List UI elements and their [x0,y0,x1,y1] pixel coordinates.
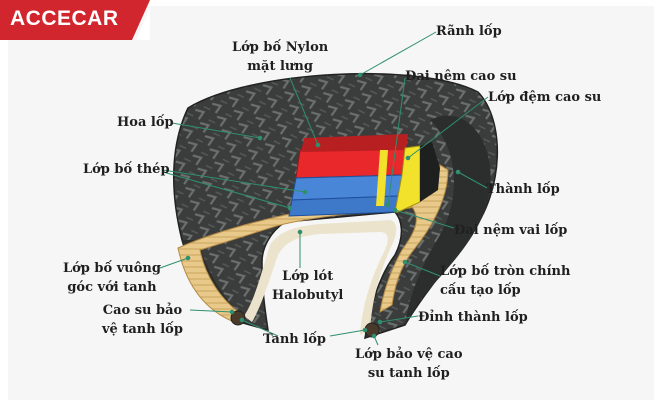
brand-name: ACCECAR [10,7,119,30]
leader-cao-su-bao-ve [189,309,233,313]
red-layer-top [301,134,408,152]
leader-tanh-lop-2 [329,329,366,337]
label-lop-dem-cao-su: Lớp đệm cao su [488,90,602,105]
leader-lop-dem [407,96,489,159]
yellow-strip [376,150,388,206]
leader-tron-chinh [404,261,441,277]
belt-stack [288,134,440,217]
leader-bo-thep-2 [162,171,291,209]
label-lop-bo-tron-chinh: Lớp bố tròn chính cấu tạo lốp [440,264,571,298]
leader-lines [159,31,489,346]
label-lop-bo-vuong-goc: Lớp bố vuông góc với tanh [63,261,161,295]
label-tanh-lop: Tanh lốp [263,332,326,347]
leader-bo-thep [162,169,306,193]
sidewall-right [405,115,491,325]
leader-vai-lop [394,209,455,229]
black-cushion [420,142,440,202]
label-cao-su-bao-ve-tanh: Cao su bảo vệ tanh lốp [102,303,183,337]
leader-nylon [289,77,319,146]
leader-dai-nem-cao-su [387,77,406,206]
label-hoa-lop: Hoa lốp [117,115,174,130]
label-thanh-lop: Thành lốp [486,182,560,197]
accecar-logo [0,0,150,40]
inner-liner [244,220,397,335]
leader-dinh-thanh [379,315,419,323]
red-nylon-layer [295,147,406,179]
label-dai-nem-vai-lop: Đai nệm vai lốp [454,223,568,238]
label-lop-bo-nylon: Lớp bố Nylon mặt lưng [232,40,329,74]
leader-vuong-goc [159,257,189,269]
leader-thanh-lop [457,171,488,189]
leader-hoa-lop [171,122,261,139]
leader-tanh-lop [241,319,279,337]
label-lop-lot-halobutyl: Lớp lót Halobutyl [272,269,344,303]
label-dinh-thanh-lop: Đỉnh thành lốp [418,310,528,325]
leader-ranh-lop [359,31,437,76]
main-carcass-ply [379,164,449,313]
label-dai-nem-cao-su: Đai nệm cao su [405,69,517,84]
label-ranh-lop: Rãnh lốp [436,24,502,39]
label-lop-bo-thep: Lớp bố thép [83,162,170,177]
label-lop-bao-ve-cao-su-tanh: Lớp bảo vệ cao su tanh lốp [355,347,463,381]
